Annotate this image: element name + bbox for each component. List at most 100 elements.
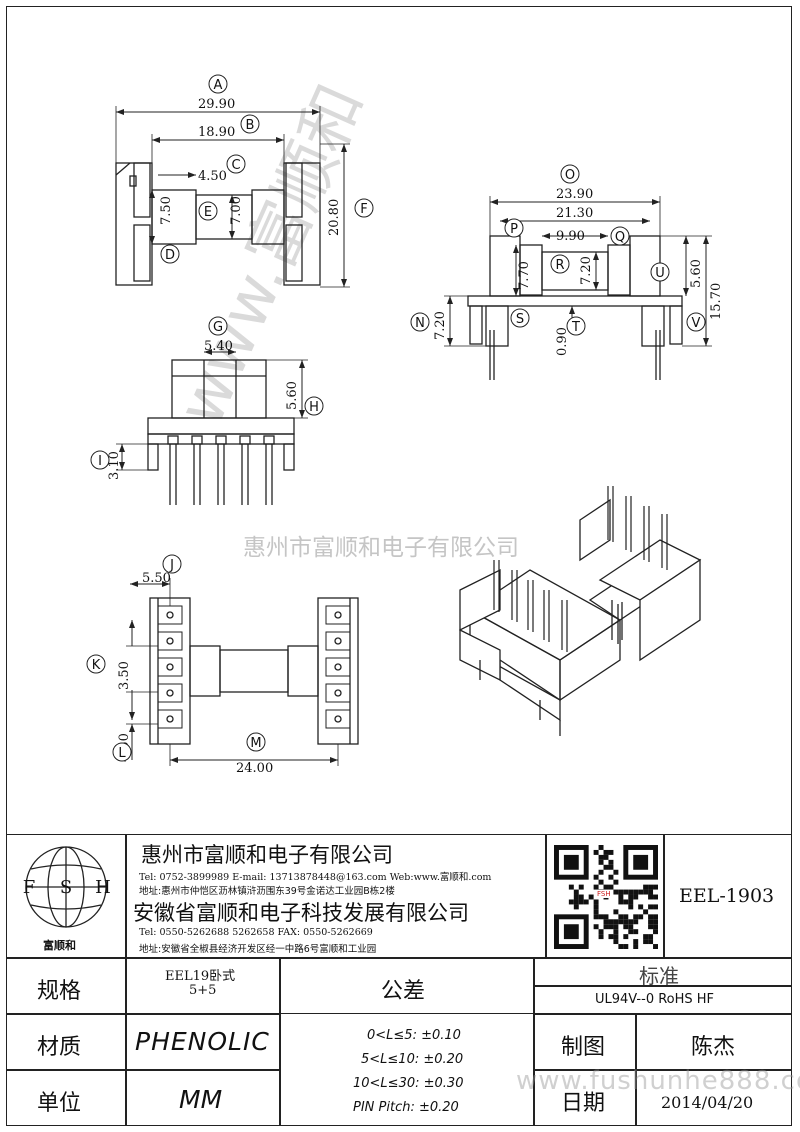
svg-text:H: H — [95, 877, 111, 898]
tolerance-4: PIN Pitch: ±0.20 — [353, 1100, 459, 1115]
dim-O: 23.90 — [556, 187, 593, 202]
dim-J: 5.50 — [142, 571, 171, 586]
tolerance-3: 10<L≤30: ±0.30 — [353, 1076, 464, 1091]
fsh-logo-icon: F S H — [23, 846, 111, 928]
tolerance-label-cell: 公差 — [280, 958, 534, 1014]
svg-text:M: M — [250, 736, 261, 751]
svg-text:A: A — [214, 78, 223, 93]
label-E: E — [198, 201, 218, 221]
svg-text:N: N — [415, 316, 425, 331]
svg-text:O: O — [565, 168, 575, 183]
svg-text:K: K — [92, 658, 101, 673]
tolerance-values-cell: 0<L≤5: ±0.10 5<L≤10: ±0.20 10<L≤30: ±0.3… — [280, 1014, 534, 1126]
svg-text:V: V — [692, 316, 701, 331]
dim-E2: 7.00 — [229, 196, 244, 225]
material-label-cell: 材质 — [6, 1014, 126, 1070]
standard-label-cell: 标准 — [534, 958, 792, 988]
dim-E1: 7.50 — [159, 196, 174, 225]
label-C: C — [226, 154, 246, 174]
label-J: J — [162, 554, 182, 574]
company2-contact: Tel: 0550-5262688 5262658 FAX: 0550-5262… — [139, 927, 373, 938]
label-V: V — [686, 312, 706, 332]
watermark-company: 惠州市富顺和电子有限公司 — [243, 535, 519, 561]
dim-V: 15.70 — [709, 283, 724, 320]
label-N: N — [410, 312, 430, 332]
svg-text:T: T — [571, 320, 580, 335]
drawn-value: 陈杰 — [691, 1035, 736, 1060]
material-label: 材质 — [37, 1035, 82, 1060]
front-view — [116, 349, 308, 505]
company2-address: 地址:安徽省全椒县经济开发区经一中路6号富顺和工业园 — [139, 944, 377, 955]
material-value-cell: PHENOLIC — [126, 1014, 280, 1070]
label-H: H — [304, 396, 324, 416]
date-label-cell: 日期 — [534, 1070, 636, 1126]
drawn-label-cell: 制图 — [534, 1014, 636, 1070]
label-S: S — [510, 308, 530, 328]
dim-I: 3.10 — [107, 451, 122, 480]
dim-T: 0.90 — [555, 327, 570, 356]
svg-text:S: S — [60, 877, 72, 898]
dim-H: 5.60 — [285, 381, 300, 410]
svg-text:H: H — [309, 400, 319, 415]
company1-name: 惠州市富顺和电子有限公司 — [141, 843, 393, 867]
label-D: D — [160, 244, 180, 264]
logo-caption: 富顺和 — [43, 939, 76, 952]
label-G: G — [208, 316, 228, 336]
dim-R2: 7.20 — [579, 256, 594, 285]
dim-C: 4.50 — [198, 169, 227, 184]
qr-caption: FSH — [595, 890, 613, 898]
svg-text:C: C — [231, 158, 240, 173]
top-view — [115, 106, 350, 288]
svg-text:S: S — [516, 312, 524, 327]
label-T: T — [566, 316, 586, 336]
technical-drawing: 29.90 18.90 4.50 7.50 7.00 20.80 23.90 2… — [86, 74, 724, 776]
dim-Q: 9.90 — [556, 229, 585, 244]
material-value: PHENOLIC — [135, 1027, 270, 1056]
standard-value: UL94V--0 RoHS HF — [595, 992, 715, 1007]
svg-text:E: E — [204, 205, 212, 220]
tolerance-1: 0<L≤5: ±0.10 — [367, 1028, 461, 1043]
standard-label: 标准 — [639, 964, 679, 988]
part-number-cell: EEL-1903 — [664, 834, 792, 958]
label-M: M — [246, 732, 266, 752]
label-R: R — [550, 254, 570, 274]
label-A: A — [208, 74, 228, 94]
dim-P: 21.30 — [556, 206, 593, 221]
drawn-label: 制图 — [561, 1035, 606, 1060]
label-Q: Q — [610, 226, 630, 246]
label-B: B — [240, 114, 260, 134]
watermark-url: www.fushunhe888.com — [516, 1066, 800, 1096]
dim-M: 24.00 — [236, 761, 273, 776]
qr-cell: FSH — [546, 834, 664, 958]
dim-K: 3.50 — [117, 661, 132, 690]
label-U: U — [650, 262, 670, 282]
svg-text:R: R — [555, 258, 564, 273]
qr-code-icon[interactable] — [554, 845, 658, 949]
dim-U: 5.60 — [689, 259, 704, 288]
unit-value: MM — [179, 1085, 223, 1114]
date-value-cell: 2014/04/20 — [636, 1070, 792, 1126]
label-L: L — [112, 742, 132, 762]
svg-text:F: F — [23, 877, 36, 898]
side-view — [444, 196, 712, 380]
label-O: O — [560, 164, 580, 184]
label-K: K — [86, 654, 106, 674]
label-P: P — [504, 218, 524, 238]
title-block: F S H 富顺和 惠州市富顺和电子有限公司 Tel: 0752-3899989… — [6, 834, 792, 1126]
unit-value-cell: MM — [126, 1070, 280, 1126]
spec-label-cell: 规格 — [6, 958, 126, 1014]
tolerance-2: 5<L≤10: ±0.20 — [361, 1052, 464, 1067]
unit-label-cell: 单位 — [6, 1070, 126, 1126]
tolerance-label: 公差 — [381, 979, 426, 1004]
svg-text:Q: Q — [615, 230, 625, 245]
dim-G: 5.40 — [204, 339, 233, 354]
svg-text:I: I — [98, 454, 102, 469]
company2-name: 安徽省富顺和电子科技发展有限公司 — [133, 901, 469, 925]
svg-text:P: P — [510, 222, 518, 237]
date-value: 2014/04/20 — [661, 1093, 754, 1112]
spec-value-1: EEL19卧式 — [165, 969, 236, 984]
dim-B: 18.90 — [198, 125, 235, 140]
svg-text:B: B — [246, 118, 255, 133]
logo-cell: F S H 富顺和 — [6, 834, 126, 958]
svg-text:J: J — [169, 558, 174, 573]
